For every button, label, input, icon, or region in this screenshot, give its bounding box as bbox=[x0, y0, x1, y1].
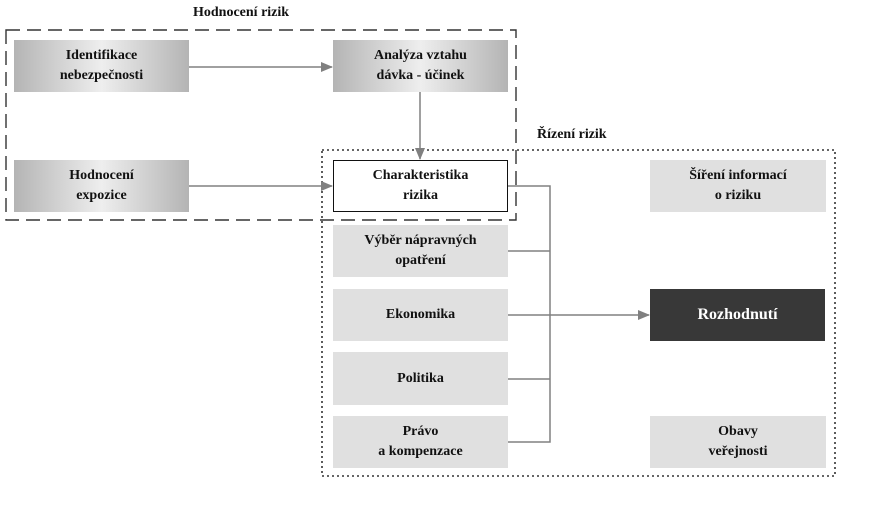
decision-box: Rozhodnutí bbox=[650, 289, 825, 341]
exposure-assessment-box: Hodnocení expozice bbox=[14, 160, 189, 212]
politics-box: Politika bbox=[333, 352, 508, 405]
risk-management-label: Řízení rizik bbox=[537, 127, 607, 142]
remedial-measures-box: Výběr nápravných opatření bbox=[333, 225, 508, 277]
risk-assessment-label: Hodnocení rizik bbox=[193, 5, 290, 20]
connector-characterization-bus bbox=[508, 185, 551, 443]
hazard-identification-box: Identifikace nebezpečnosti bbox=[14, 40, 189, 92]
risk-characterization-box: Charakteristika rizika bbox=[333, 160, 508, 212]
risk-management-frame bbox=[321, 149, 836, 477]
public-concerns-box: Obavy veřejnosti bbox=[650, 416, 826, 468]
law-compensation-box: Právo a kompenzace bbox=[333, 416, 508, 468]
economics-box: Ekonomika bbox=[333, 289, 508, 341]
risk-communication-box: Šíření informací o riziku bbox=[650, 160, 826, 212]
risk-assessment-frame bbox=[5, 29, 517, 221]
dose-response-box: Analýza vztahu dávka - účinek bbox=[333, 40, 508, 92]
